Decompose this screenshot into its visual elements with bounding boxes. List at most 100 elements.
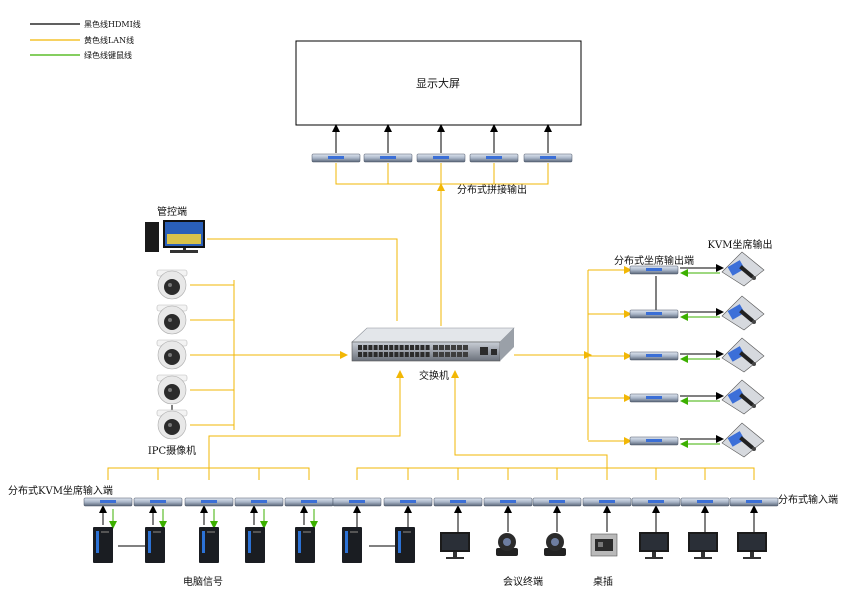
encoder-box-icon	[631, 497, 681, 507]
switch-port	[358, 352, 362, 357]
label-ipc: IPC摄像机	[148, 444, 196, 457]
label-dist-input: 分布式输入端	[778, 493, 838, 506]
switch-port	[368, 345, 373, 350]
switch-port	[457, 352, 462, 357]
switch-port	[378, 345, 383, 350]
label-kvm-input: 分布式KVM坐席输入端	[8, 484, 113, 497]
switch-port	[373, 352, 378, 357]
switch-port	[389, 352, 394, 357]
encoder-box-icon	[133, 497, 183, 507]
kvm-console-icon	[721, 422, 765, 458]
encoder-box-icon	[582, 497, 632, 507]
kvm-console-icon	[721, 379, 765, 415]
switch-port	[425, 352, 430, 357]
encoder-box-icon	[433, 497, 483, 507]
decoder-box-icon	[629, 265, 679, 275]
switch-port	[433, 345, 438, 350]
arrow-head	[451, 370, 459, 378]
switch-port	[420, 352, 425, 357]
pc-tower-icon	[245, 527, 265, 563]
label-splice-output: 分布式拼接输出	[457, 183, 527, 196]
decoder-box-icon	[629, 393, 679, 403]
dome-camera-icon	[156, 269, 188, 300]
label-desk-socket: 桌插	[593, 575, 613, 588]
dome-camera-icon	[156, 409, 188, 440]
switch-port	[425, 345, 430, 350]
decoder-box-icon	[311, 153, 361, 163]
encoder-box-icon	[332, 497, 382, 507]
decoder-box-icon	[363, 153, 413, 163]
lan-bus-dist-input	[356, 467, 755, 480]
control-station-icon	[145, 220, 205, 253]
lan-line	[208, 373, 401, 468]
label-kvm-output: KVM坐席输出	[708, 238, 773, 251]
switch-port	[445, 345, 450, 350]
pc-tower-icon	[93, 527, 113, 563]
switch-port	[415, 345, 420, 350]
encoder-box-icon	[680, 497, 730, 507]
switch-port	[491, 349, 497, 355]
encoder-box-icon	[383, 497, 433, 507]
display-wall-label: 显示大屏	[416, 76, 460, 90]
encoder-box-icon	[234, 497, 284, 507]
dome-camera-icon	[156, 304, 188, 335]
switch-port	[410, 352, 414, 357]
label-pc-signal: 电脑信号	[183, 575, 223, 588]
decoder-box-icon	[629, 351, 679, 361]
encoder-box-icon	[184, 497, 234, 507]
switch-port	[358, 345, 362, 350]
decoder-box-icon	[416, 153, 466, 163]
encoder-box-icon	[83, 497, 133, 507]
label-seat-output: 分布式坐席输出端	[614, 254, 694, 267]
kvm-console-icon	[721, 295, 765, 331]
switch-port	[439, 345, 444, 350]
label-control: 管控端	[157, 205, 187, 218]
switch-port	[415, 352, 420, 357]
switch-port	[368, 352, 373, 357]
switch-port	[399, 345, 404, 350]
switch-port	[463, 352, 468, 357]
switch-port	[439, 352, 444, 357]
switch-port	[394, 345, 399, 350]
lan-bus-output	[335, 163, 549, 185]
display-wall	[295, 40, 582, 126]
arrow-head	[396, 370, 404, 378]
monitor-icon	[440, 532, 470, 559]
decoder-box-icon	[629, 436, 679, 446]
monitor-icon	[737, 532, 767, 559]
label-switch: 交换机	[419, 369, 449, 382]
kvm-console-icon	[721, 337, 765, 373]
switch-port	[457, 345, 462, 350]
encoder-box-icon	[284, 497, 334, 507]
decoder-box-icon	[629, 309, 679, 319]
monitor-icon	[639, 532, 669, 559]
pc-tower-icon	[199, 527, 219, 563]
label-conference: 会议终端	[503, 575, 543, 588]
ptz-camera-icon	[496, 533, 518, 556]
switch-port	[451, 345, 456, 350]
switch-port	[463, 345, 468, 350]
switch-port	[363, 352, 368, 357]
pc-tower-icon	[342, 527, 362, 563]
pc-tower-icon	[295, 527, 315, 563]
decoder-box-icon	[523, 153, 573, 163]
switch-port	[378, 352, 383, 357]
switch-port	[480, 347, 488, 355]
desk-socket-icon	[590, 533, 618, 557]
switch-port	[410, 345, 414, 350]
lan-line	[207, 238, 398, 321]
ptz-camera-icon	[544, 533, 566, 556]
encoder-box-icon	[483, 497, 533, 507]
switch-port	[389, 345, 394, 350]
switch-port	[404, 352, 409, 357]
kvm-console-icon	[721, 251, 765, 287]
switch-port	[373, 345, 378, 350]
decoder-box-icon	[469, 153, 519, 163]
encoder-box-icon	[532, 497, 582, 507]
pc-tower-icon	[145, 527, 165, 563]
network-switch-icon	[351, 327, 515, 362]
switch-port	[399, 352, 404, 357]
lan-line	[454, 373, 608, 468]
dome-camera-icon	[156, 374, 188, 405]
